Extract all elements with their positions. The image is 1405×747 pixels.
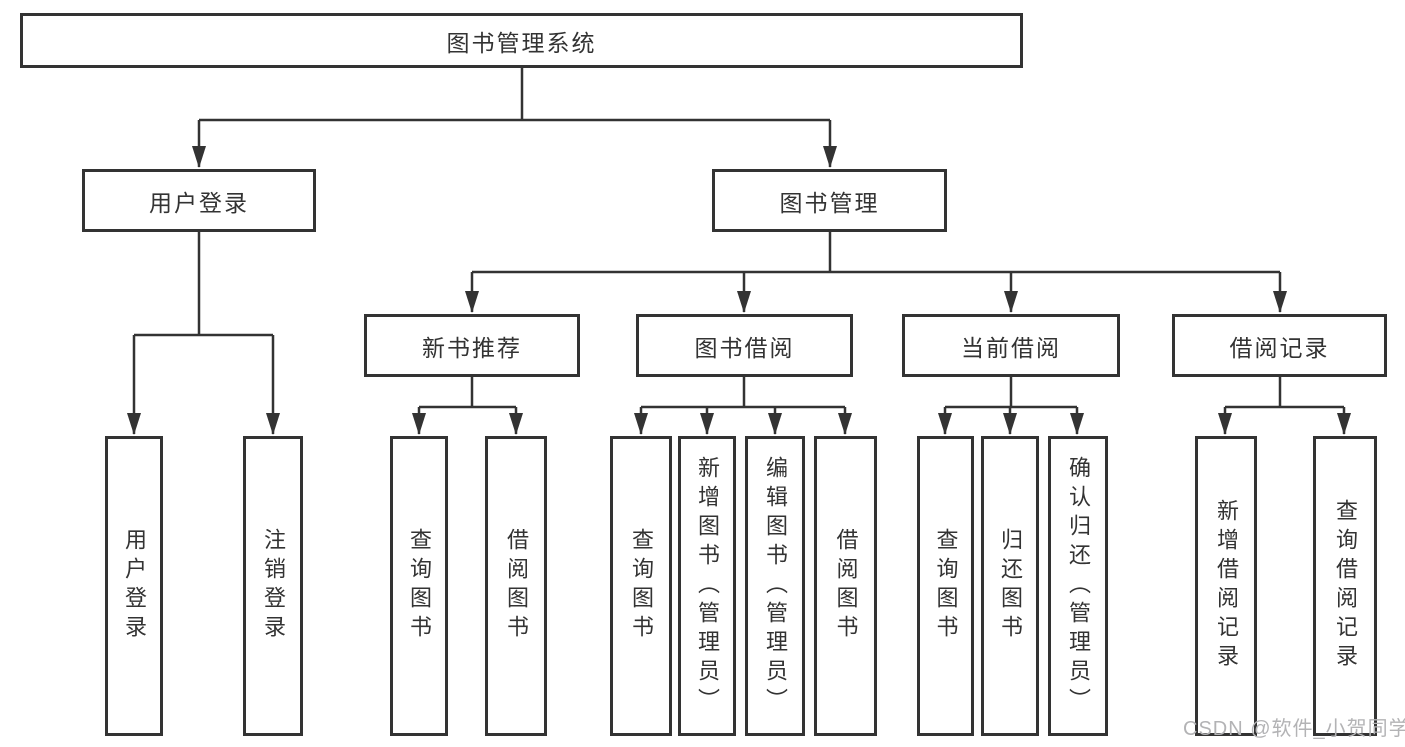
node-book-borrowing: 图书借阅 — [636, 314, 853, 377]
csdn-watermark: CSDN @软件_小贺同学 — [1183, 718, 1405, 740]
node-root: 图书管理系统 — [20, 13, 1023, 68]
leaf-records-add-record: 新增借阅记录 — [1195, 436, 1257, 736]
leaf-borrowing-add-books-admin: 新增图书（管理员） — [678, 436, 736, 736]
connector-current-borrowing-children — [938, 377, 1084, 435]
leaf-current-return-books: 归还图书 — [981, 436, 1039, 736]
connector-user-login-children — [127, 232, 280, 435]
leaf-borrowing-borrow-books: 借阅图书 — [814, 436, 877, 736]
node-new-book-recommend: 新书推荐 — [364, 314, 580, 377]
leaf-newbooks-borrow-books: 借阅图书 — [485, 436, 547, 736]
leaf-records-query-record: 查询借阅记录 — [1313, 436, 1377, 736]
leaf-user-login: 用户登录 — [105, 436, 163, 736]
leaf-current-confirm-return-admin: 确认归还（管理员） — [1048, 436, 1108, 736]
leaf-borrowing-query-books: 查询图书 — [610, 436, 672, 736]
connector-book-mgmt-children — [465, 232, 1287, 313]
connector-book-borrowing-children — [634, 377, 852, 435]
leaf-current-query-books: 查询图书 — [917, 436, 974, 736]
node-user-login: 用户登录 — [82, 169, 316, 232]
connector-borrow-records-children — [1218, 377, 1351, 435]
leaf-newbooks-query-books: 查询图书 — [390, 436, 448, 736]
node-current-borrowing: 当前借阅 — [902, 314, 1120, 377]
node-borrow-records: 借阅记录 — [1172, 314, 1387, 377]
node-book-management: 图书管理 — [712, 169, 947, 232]
leaf-logout: 注销登录 — [243, 436, 303, 736]
connector-root-to-level2 — [192, 68, 837, 168]
leaf-borrowing-edit-books-admin: 编辑图书（管理员） — [745, 436, 805, 736]
connector-new-books-children — [412, 377, 523, 435]
